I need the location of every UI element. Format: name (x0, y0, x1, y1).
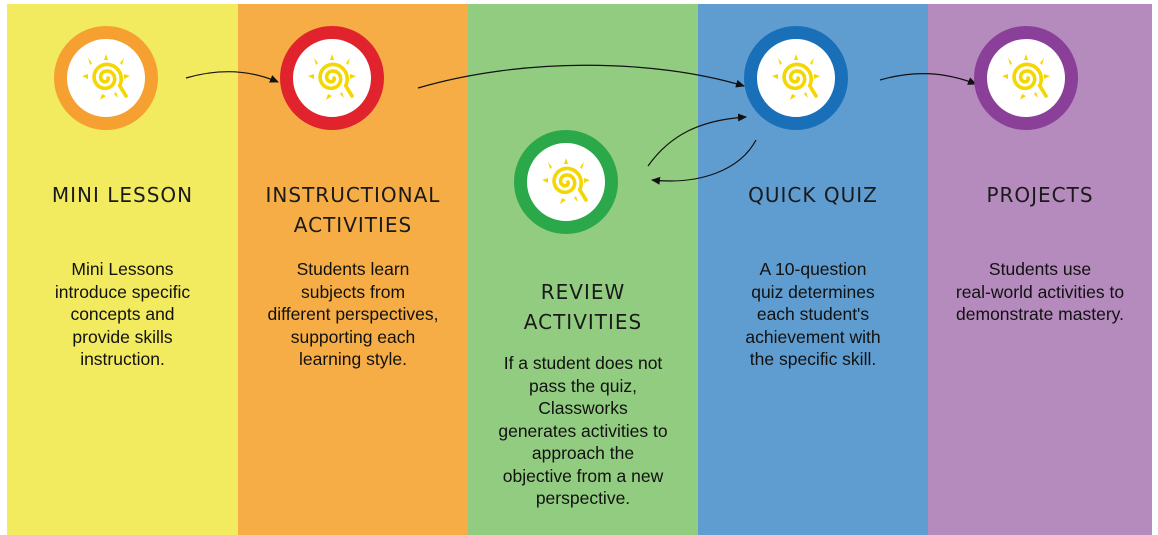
body-line: Mini Lessons (71, 259, 174, 279)
spiral-sun-icon (1002, 54, 1050, 100)
projects-circle (974, 26, 1078, 130)
instructional-activities-title: INSTRUCTIONAL ACTIVITIES (244, 180, 462, 240)
instructional-activities-description: Students learn subjects from different p… (246, 258, 460, 371)
review-activities-title: REVIEW ACTIVITIES (478, 277, 688, 337)
spiral-sun-icon (772, 54, 820, 100)
body-line: learning style. (299, 349, 407, 369)
mini-lesson-title: MINI LESSON (30, 180, 215, 210)
review-activities-circle (514, 130, 618, 234)
quick-quiz-circle (744, 26, 848, 130)
spiral-sun-icon (82, 54, 130, 100)
body-line: A 10-question (759, 259, 867, 279)
body-line: generates activities to (498, 420, 668, 441)
review-title-line-1: REVIEW (540, 280, 626, 304)
mini-lesson-title-text: MINI LESSON (51, 183, 194, 207)
projects-title: PROJECTS (938, 180, 1142, 210)
body-line: subjects from (300, 281, 406, 302)
column-review-activities (468, 4, 698, 535)
mini-lesson-circle (54, 26, 158, 130)
instructional-title-line-1: INSTRUCTIONAL (265, 183, 441, 207)
body-line: Students use (988, 259, 1092, 279)
quick-quiz-title: QUICK QUIZ (710, 180, 916, 210)
body-line: perspective. (535, 488, 631, 508)
body-line: instruction. (80, 349, 165, 369)
body-line: supporting each (290, 326, 416, 347)
body-line: concepts and (70, 304, 175, 324)
body-line: If a student does not (503, 353, 663, 373)
body-line: approach the (531, 443, 635, 463)
spiral-sun-icon (308, 54, 356, 100)
body-line: demonstrate mastery. (956, 304, 1124, 324)
body-line: pass the quiz, (529, 375, 637, 396)
body-line: objective from a new (502, 465, 664, 486)
mini-lesson-description: Mini Lessons introduce specific concepts… (20, 258, 225, 371)
instructional-title-line-2: ACTIVITIES (293, 213, 413, 237)
body-line: the specific skill. (749, 349, 877, 369)
body-line: different perspectives, (267, 304, 439, 324)
body-line: Students learn (296, 259, 410, 279)
instructional-activities-circle (280, 26, 384, 130)
body-line: each student's (756, 304, 870, 324)
body-line: Classworks (538, 398, 628, 418)
review-title-line-2: ACTIVITIES (523, 310, 643, 334)
projects-description: Students use real-world activities to de… (934, 258, 1146, 326)
quick-quiz-description: A 10-question quiz determines each stude… (706, 258, 920, 371)
body-line: quiz determines (751, 281, 875, 302)
projects-title-text: PROJECTS (986, 183, 1094, 207)
quick-quiz-title-text: QUICK QUIZ (748, 183, 878, 207)
body-line: provide skills (72, 326, 173, 347)
body-line: real-world activities to (955, 281, 1125, 302)
body-line: introduce specific (54, 281, 191, 302)
body-line: achievement with (745, 326, 881, 347)
review-activities-description: If a student does not pass the quiz, Cla… (474, 352, 692, 510)
spiral-sun-icon (542, 158, 590, 204)
